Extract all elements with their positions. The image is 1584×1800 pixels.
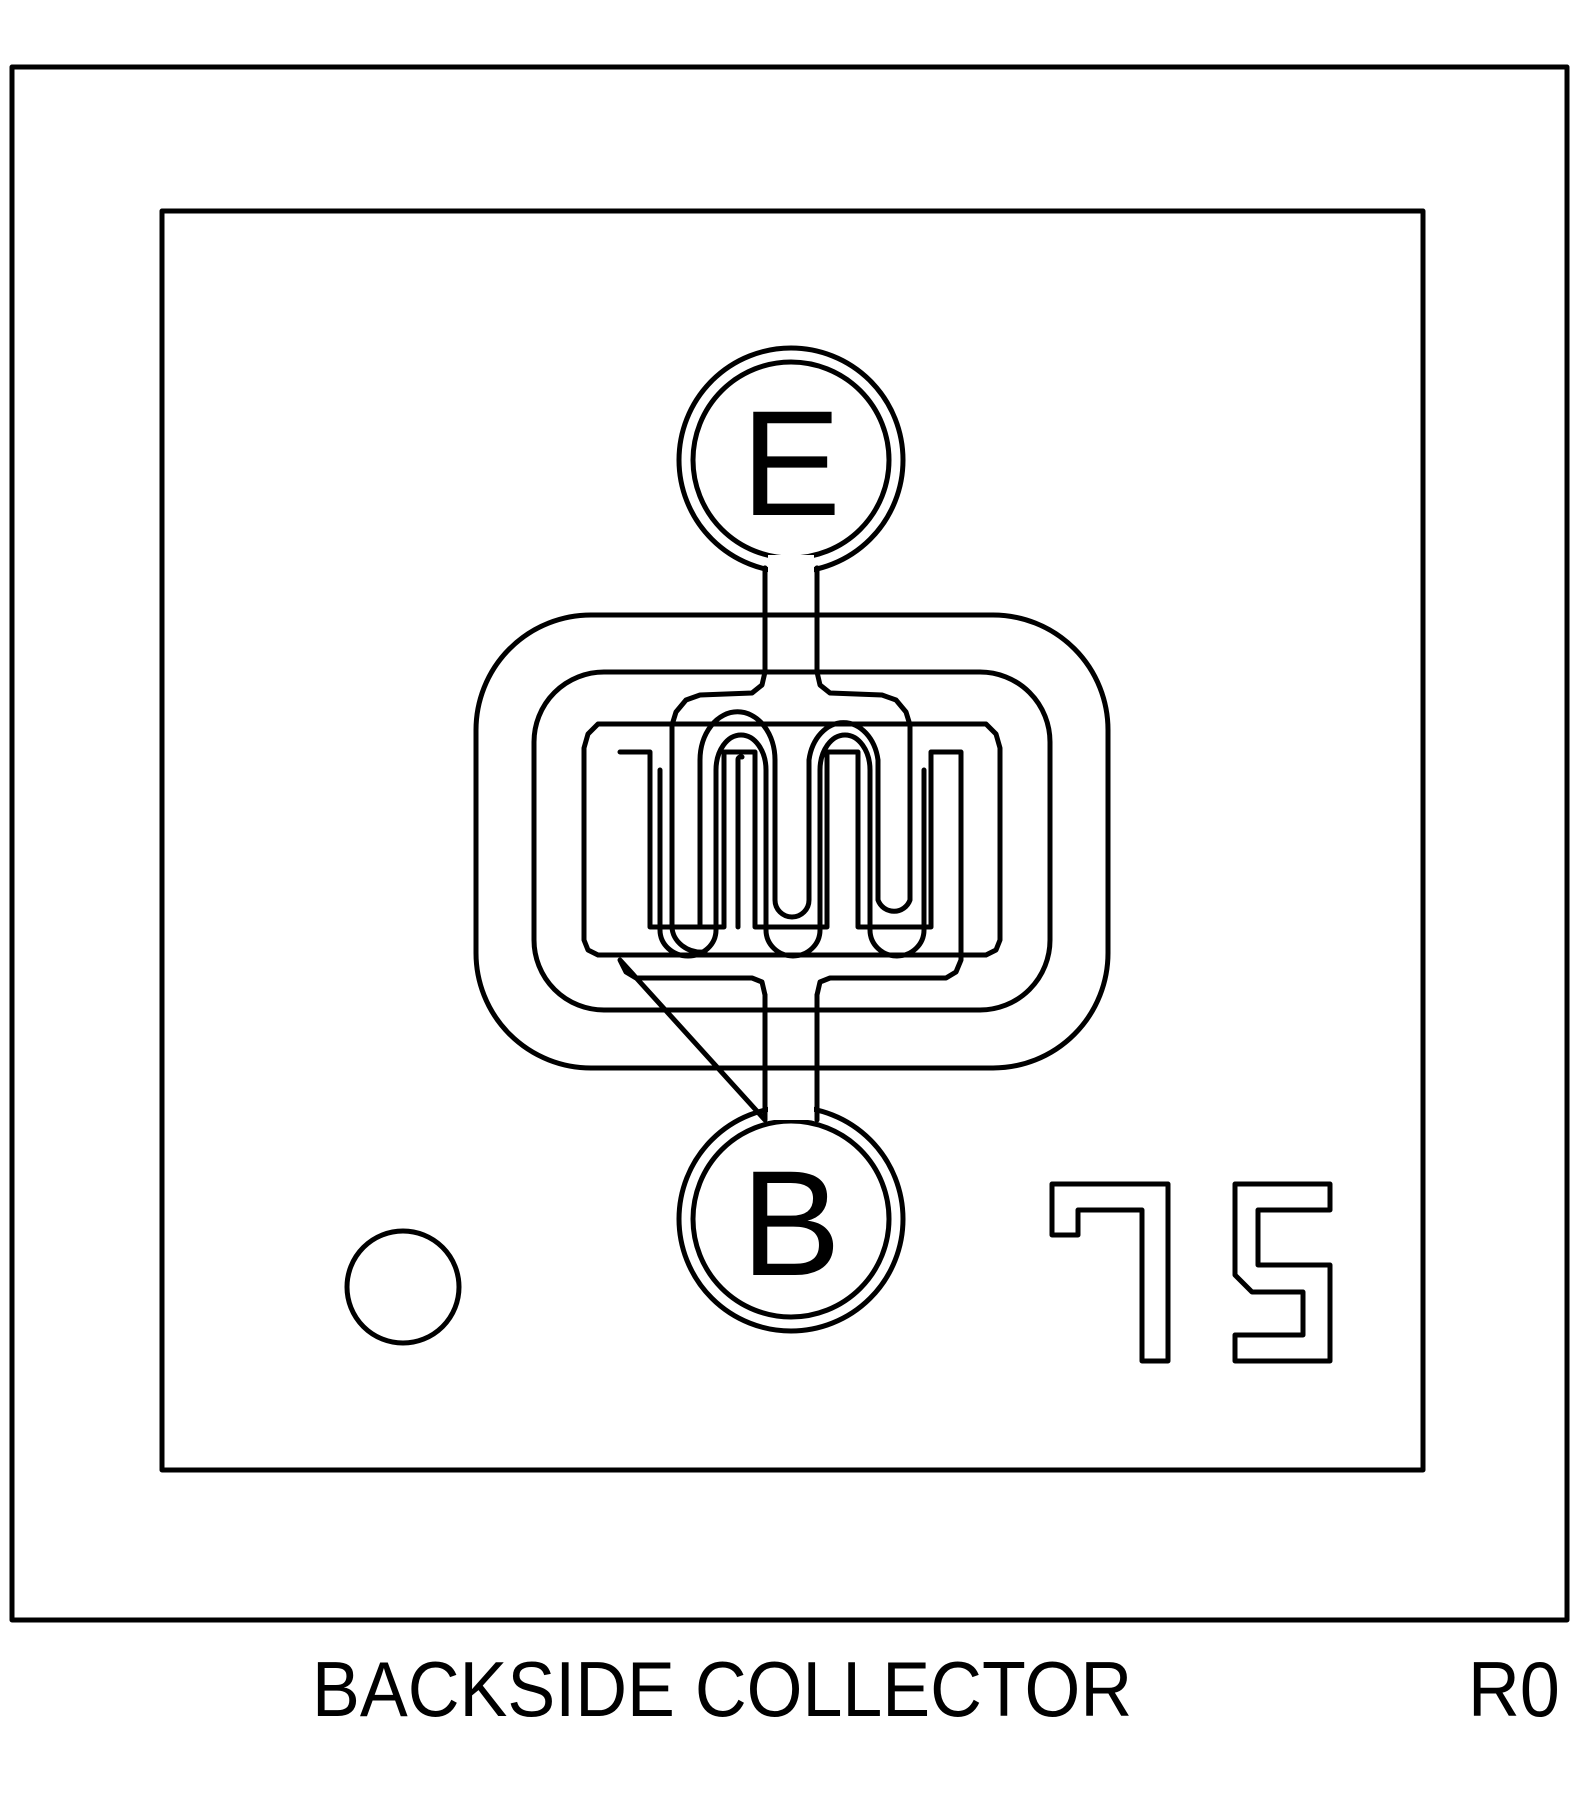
orientation-circle-mark (344, 1228, 462, 1346)
die-boundary (159, 208, 1426, 1473)
die-marking-digit-5 (1232, 1181, 1333, 1364)
emitter-pad-label: E (741, 379, 841, 547)
outer-frame (9, 64, 1570, 1623)
emitter-comb (669, 565, 913, 930)
emitter-neck-gap (768, 555, 814, 575)
emitter-finger-2 (735, 754, 745, 930)
die-marking-digit-7 (1049, 1181, 1171, 1364)
base-pad-label: B (741, 1139, 841, 1307)
revision-label: R0 (1468, 1645, 1560, 1733)
backside-collector-caption: BACKSIDE COLLECTOR (312, 1645, 1133, 1733)
guard-ring-outer (473, 612, 1111, 1071)
base-neck-gap (768, 1100, 814, 1120)
guard-ring-inner (531, 669, 1053, 1013)
active-area (581, 721, 1003, 958)
emitter-serpentine (657, 732, 927, 959)
base-pad-inner-ring (690, 1118, 892, 1320)
emitter-finger-1 (669, 924, 708, 955)
